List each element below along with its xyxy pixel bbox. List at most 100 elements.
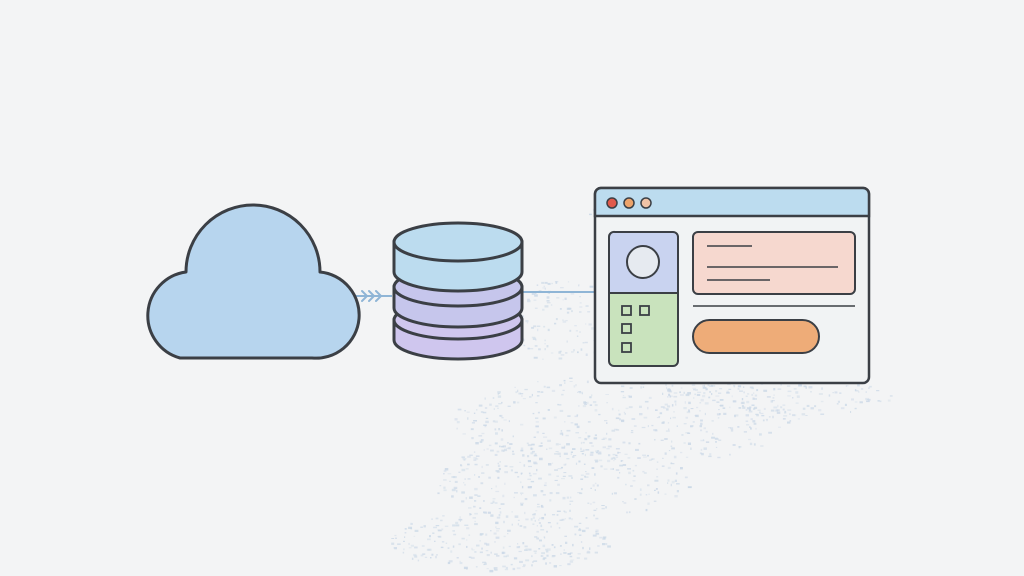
speckle (685, 416, 688, 419)
speckle (435, 555, 437, 559)
speckle (716, 401, 720, 403)
speckle (595, 450, 597, 453)
speckle (496, 528, 500, 530)
speckle (749, 408, 751, 411)
chevron-1 (361, 290, 368, 302)
speckle (686, 411, 691, 414)
speckle (746, 400, 750, 404)
speckle (452, 545, 455, 548)
speckle (483, 511, 486, 513)
speckle (518, 545, 521, 548)
speckle (580, 474, 584, 476)
speckle (708, 455, 712, 458)
speckle (635, 448, 639, 451)
speckle (578, 460, 581, 463)
speckle (484, 397, 486, 400)
speckle (579, 302, 582, 304)
speckle (692, 421, 695, 423)
speckle (787, 390, 792, 393)
speckle (560, 430, 563, 432)
speckle (461, 500, 465, 503)
speckle (562, 299, 564, 301)
speckle (703, 427, 706, 430)
speckle (585, 517, 588, 519)
speckle (485, 464, 489, 466)
speckle (530, 518, 533, 521)
speckle (562, 496, 566, 500)
speckle (630, 485, 633, 487)
speckle (479, 440, 483, 443)
speckle (679, 391, 681, 394)
speckle (393, 547, 397, 549)
speckle (617, 476, 620, 479)
speckle (576, 425, 580, 429)
speckle (571, 310, 573, 313)
speckle (675, 472, 678, 475)
speckle (482, 411, 487, 414)
speckle (572, 543, 574, 547)
speckle (563, 472, 567, 474)
speckle (792, 414, 795, 417)
speckle (687, 432, 691, 434)
speckle (668, 450, 671, 452)
speckle (501, 401, 503, 404)
speckle (743, 391, 745, 394)
speckle (644, 400, 649, 403)
speckle (414, 529, 419, 532)
speckle (572, 448, 576, 450)
speckle (651, 424, 654, 427)
speckle (728, 427, 731, 429)
speckle (579, 534, 582, 536)
speckle (510, 469, 513, 472)
speckle (656, 468, 658, 470)
speckle (555, 443, 559, 446)
speckle (547, 522, 551, 524)
speckle (563, 510, 566, 512)
speckle (666, 386, 668, 390)
speckle (670, 483, 672, 487)
speckle (464, 478, 466, 480)
speckle (600, 465, 603, 468)
speckle (803, 385, 807, 388)
speckle (620, 460, 622, 462)
speckle (662, 392, 664, 395)
speckle (516, 546, 520, 549)
speckle (413, 553, 417, 557)
speckle (543, 285, 545, 287)
speckle (597, 452, 602, 455)
speckle (493, 408, 495, 410)
speckle (733, 386, 736, 388)
speckle (746, 407, 751, 409)
speckle (476, 544, 480, 547)
speckle (699, 402, 702, 404)
speckle (565, 463, 567, 466)
speckle (562, 475, 566, 477)
speckle (539, 539, 542, 542)
speckle (463, 566, 468, 570)
speckle (576, 414, 579, 417)
speckle (647, 406, 649, 410)
speckle (594, 551, 598, 554)
speckle (584, 438, 588, 441)
speckle (579, 492, 583, 495)
speckle (463, 459, 466, 461)
speckle (549, 499, 552, 502)
speckle (507, 533, 509, 535)
speckle (620, 391, 625, 393)
speckle (493, 567, 498, 570)
speckle (787, 421, 791, 424)
speckle (569, 381, 573, 382)
speckle (664, 403, 668, 406)
speckle (540, 529, 545, 531)
speckle (513, 557, 518, 560)
action-button[interactable] (692, 319, 820, 354)
speckle (533, 560, 538, 562)
speckle (745, 409, 748, 411)
speckle (546, 296, 550, 299)
speckle (715, 441, 717, 443)
speckle (615, 456, 619, 458)
speckle (538, 518, 540, 521)
speckle (495, 526, 497, 529)
speckle (685, 456, 689, 458)
speckle (753, 407, 756, 410)
